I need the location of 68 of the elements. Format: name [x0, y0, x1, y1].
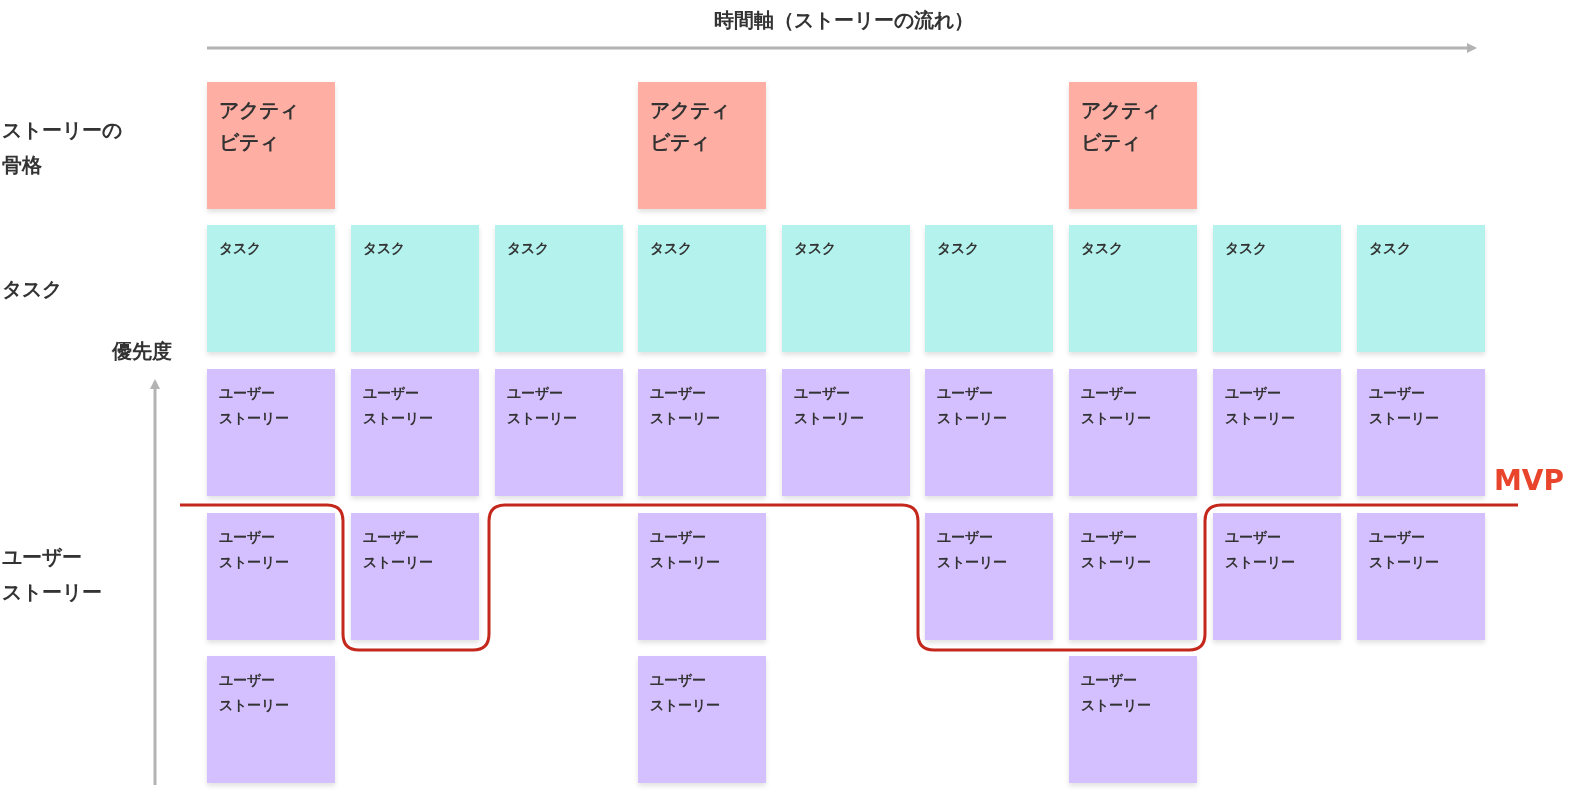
story-note: [1069, 369, 1197, 496]
task-note: [1213, 225, 1341, 352]
axis-label: 優先度: [112, 338, 172, 365]
note-text: ユーザーストーリー: [1369, 384, 1440, 428]
task-note: [925, 225, 1053, 352]
note-text: タスク: [1081, 239, 1124, 258]
note-text: タスク: [1225, 239, 1268, 258]
note-text: ユーザーストーリー: [1081, 671, 1152, 715]
activity-note: [638, 82, 766, 209]
story-note: [1357, 369, 1485, 496]
task-note: [495, 225, 623, 352]
story-note: [925, 513, 1053, 640]
mvp-label: MVP: [1494, 463, 1565, 499]
story-note: [207, 656, 335, 783]
activity-note: [1069, 82, 1197, 209]
note-text: ユーザーストーリー: [1225, 528, 1296, 572]
row-label: タスク: [2, 276, 62, 303]
story-note: [495, 369, 623, 496]
note-text: ユーザーストーリー: [1225, 384, 1296, 428]
task-note: [1357, 225, 1485, 352]
story-note: [351, 369, 479, 496]
story-note: [638, 369, 766, 496]
row-label: ユーザーストーリー: [2, 544, 103, 606]
note-text: ユーザーストーリー: [650, 528, 721, 572]
note-text: タスク: [794, 239, 837, 258]
story-note: [1069, 656, 1197, 783]
note-text: タスク: [937, 239, 980, 258]
story-note: [638, 656, 766, 783]
note-text: ユーザーストーリー: [363, 384, 434, 428]
note-text: ユーザーストーリー: [1081, 384, 1152, 428]
task-note: [207, 225, 335, 352]
axis-label: 時間軸（ストーリーの流れ）: [712, 7, 975, 34]
task-note: [351, 225, 479, 352]
note-text: ユーザーストーリー: [219, 528, 290, 572]
note-text: タスク: [650, 239, 693, 258]
note-text: ユーザーストーリー: [1081, 528, 1152, 572]
note-text: ユーザーストーリー: [507, 384, 578, 428]
note-text: タスク: [507, 239, 550, 258]
story-note: [925, 369, 1053, 496]
note-text: ユーザーストーリー: [219, 671, 290, 715]
task-note: [638, 225, 766, 352]
note-text: タスク: [219, 239, 262, 258]
note-text: ユーザーストーリー: [937, 528, 1008, 572]
note-text: アクティビティ: [650, 97, 731, 156]
task-note: [1069, 225, 1197, 352]
story-note: [207, 369, 335, 496]
story-note: [1357, 513, 1485, 640]
story-note: [207, 513, 335, 640]
story-note: [1069, 513, 1197, 640]
note-text: ユーザーストーリー: [363, 528, 434, 572]
note-text: タスク: [363, 239, 406, 258]
row-label: ストーリーの骨格: [2, 117, 123, 179]
story-note: [351, 513, 479, 640]
note-text: ユーザーストーリー: [794, 384, 865, 428]
story-note: [1213, 369, 1341, 496]
note-text: タスク: [1369, 239, 1412, 258]
task-note: [782, 225, 910, 352]
note-text: ユーザーストーリー: [937, 384, 1008, 428]
activity-note: [207, 82, 335, 209]
story-note: [782, 369, 910, 496]
story-note: [1213, 513, 1341, 640]
note-text: ユーザーストーリー: [650, 384, 721, 428]
note-text: ユーザーストーリー: [219, 384, 290, 428]
note-text: ユーザーストーリー: [1369, 528, 1440, 572]
story-note: [638, 513, 766, 640]
note-text: アクティビティ: [1081, 97, 1162, 156]
note-text: ユーザーストーリー: [650, 671, 721, 715]
note-text: アクティビティ: [219, 97, 300, 156]
